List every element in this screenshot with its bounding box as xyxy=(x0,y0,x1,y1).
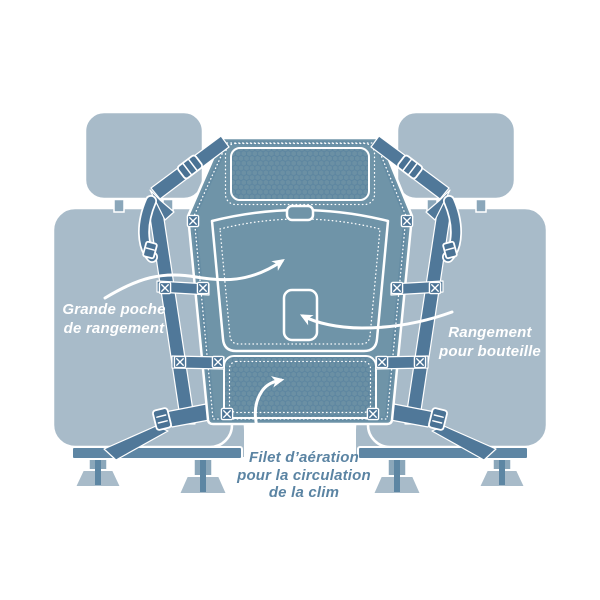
stitch-patch xyxy=(390,281,404,295)
ventilation-label-line1: Filet d’aération xyxy=(249,449,359,466)
stitch-patch xyxy=(196,281,210,295)
organizer-panel xyxy=(186,136,414,426)
top-mesh-stitching xyxy=(224,142,376,206)
stitch-patch xyxy=(158,281,172,295)
right-outer-leg-strip xyxy=(499,450,505,485)
stitch-patch xyxy=(375,355,389,369)
stitch-patch xyxy=(186,214,200,228)
right-headrest-wrap-strap xyxy=(425,189,451,221)
right-inner-leg-strip xyxy=(394,450,400,492)
stitch-patch xyxy=(400,214,414,228)
annotation-arrows xyxy=(103,259,454,449)
arrow-to-ventilation-mesh xyxy=(253,376,285,449)
bottom-mesh-stitching xyxy=(228,360,372,414)
storage-pocket-body xyxy=(210,208,390,353)
stitch-patch xyxy=(366,407,380,421)
top-mesh-window xyxy=(224,142,376,206)
right-bottom-buckle xyxy=(428,407,448,431)
left-bottom-buckle xyxy=(152,407,172,431)
right-headrest xyxy=(395,110,517,201)
right-floor-rail xyxy=(357,446,529,460)
storage-pocket-stitching xyxy=(219,218,381,345)
strap-rigging-upper xyxy=(138,135,462,263)
connector-straps xyxy=(156,214,444,421)
pocket-handle-slot xyxy=(285,204,315,222)
stitch-patch xyxy=(173,355,187,369)
right-headrest-buckle xyxy=(397,154,423,180)
stitch-patch xyxy=(211,355,225,369)
ventilation-label-line3: de la clim xyxy=(269,484,339,501)
top-mesh xyxy=(230,147,370,201)
stitch-patch xyxy=(428,281,442,295)
storage-pocket-label-line1: Grande poche xyxy=(62,301,165,318)
left-headrest-wrap-strap xyxy=(149,189,175,221)
bottle-pocket xyxy=(282,288,319,342)
arrow-to-storage-pocket xyxy=(103,259,285,300)
bottom-mesh xyxy=(223,355,377,419)
left-headrest-buckle xyxy=(177,154,203,180)
left-floor-rail xyxy=(71,446,243,460)
right-loop-buckle xyxy=(442,240,458,260)
arrow-to-bottle-pocket xyxy=(299,310,454,330)
left-outer-leg-strip xyxy=(95,450,101,485)
storage-pocket-label-line2: de rangement xyxy=(64,320,166,337)
annotation-labels: Grande poche de rangement Rangement pour… xyxy=(62,301,541,501)
ventilation-mesh xyxy=(223,355,377,419)
left-inner-leg-strip xyxy=(200,450,206,492)
stitch-patch xyxy=(413,355,427,369)
large-storage-pocket xyxy=(210,204,390,353)
left-headrest xyxy=(83,110,205,201)
bottle-storage-label-line2: pour bouteille xyxy=(438,343,541,360)
stitch-patch xyxy=(220,407,234,421)
left-loop-buckle xyxy=(142,240,158,260)
ventilation-label-line2: pour la circulation xyxy=(236,467,371,484)
bottle-storage-label-line1: Rangement xyxy=(448,324,532,341)
